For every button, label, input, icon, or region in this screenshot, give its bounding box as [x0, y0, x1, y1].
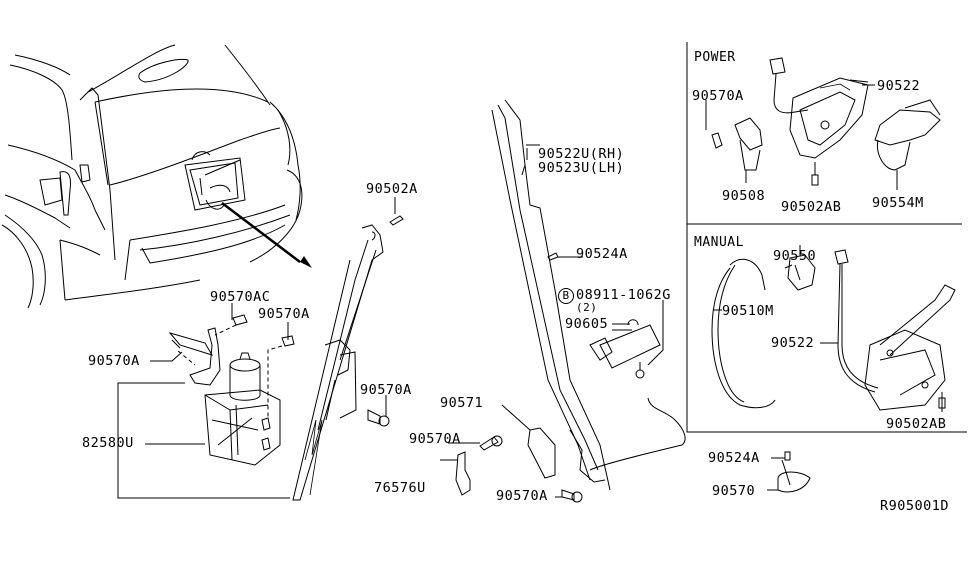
label-90524A-mid: 90524A	[576, 246, 628, 262]
handle-90605	[589, 300, 664, 379]
motor-assembly-82580U	[168, 314, 295, 466]
callout-bracket	[117, 382, 290, 499]
label-manual-90522: 90522	[771, 335, 815, 351]
label-90570: 90570	[712, 483, 756, 499]
label-power-90522: 90522	[877, 78, 921, 94]
handle-cable	[589, 397, 686, 471]
label-power-90570A: 90570A	[692, 88, 744, 104]
leader-90571	[501, 404, 531, 431]
bracket-76576U	[455, 451, 471, 496]
section-title-power: POWER	[694, 50, 736, 65]
label-90571: 90571	[440, 395, 484, 411]
label-90570AC: 90570AC	[210, 289, 271, 305]
label-90570A-top: 90570A	[258, 306, 310, 322]
panel-frame	[686, 42, 967, 433]
bracket-90570	[777, 451, 811, 493]
leader-lines	[150, 84, 875, 498]
manual-parts	[711, 245, 956, 412]
screw-90502A	[389, 197, 404, 226]
screw-90570A-mid	[367, 395, 390, 427]
label-90570A-bottom: 90570A	[496, 488, 548, 504]
bracket-90571	[527, 427, 556, 479]
label-90502A: 90502A	[366, 181, 418, 197]
label-90605: 90605	[565, 316, 609, 332]
label-manual-90510M: 90510M	[722, 303, 774, 319]
label-manual-90550: 90550	[773, 248, 817, 264]
label-90570A-left: 90570A	[88, 353, 140, 369]
label-power-90502AB: 90502AB	[781, 199, 842, 215]
label-82580U: 82580U	[82, 435, 134, 451]
screw-90570A-bracket	[479, 435, 503, 451]
arrow-head-icon	[300, 256, 312, 268]
vehicle-rear-illustration	[1, 44, 312, 309]
label-90523U-lh: 90523U(LH)	[538, 160, 625, 176]
screw-90570A-bottom	[561, 489, 583, 503]
label-power-90508: 90508	[722, 188, 766, 204]
regulator-rail	[292, 224, 384, 501]
glass-channel-90522U	[491, 99, 611, 491]
section-title-manual: MANUAL	[694, 235, 744, 250]
label-90570A-bracket: 90570A	[409, 431, 461, 447]
label-manual-90502AB: 90502AB	[886, 416, 947, 432]
bolt-b-badge: B	[558, 288, 574, 304]
label-08911-quantity: (2)	[576, 301, 598, 314]
label-90570A-mid: 90570A	[360, 382, 412, 398]
power-parts	[705, 57, 941, 190]
label-90524A-bottom: 90524A	[708, 450, 760, 466]
clip-90524A	[547, 252, 559, 261]
reference-code: R905001D	[880, 498, 950, 514]
label-90522U-rh: 90522U(RH)	[538, 146, 625, 162]
label-power-90554M: 90554M	[872, 195, 924, 211]
label-76576U: 76576U	[374, 480, 426, 496]
